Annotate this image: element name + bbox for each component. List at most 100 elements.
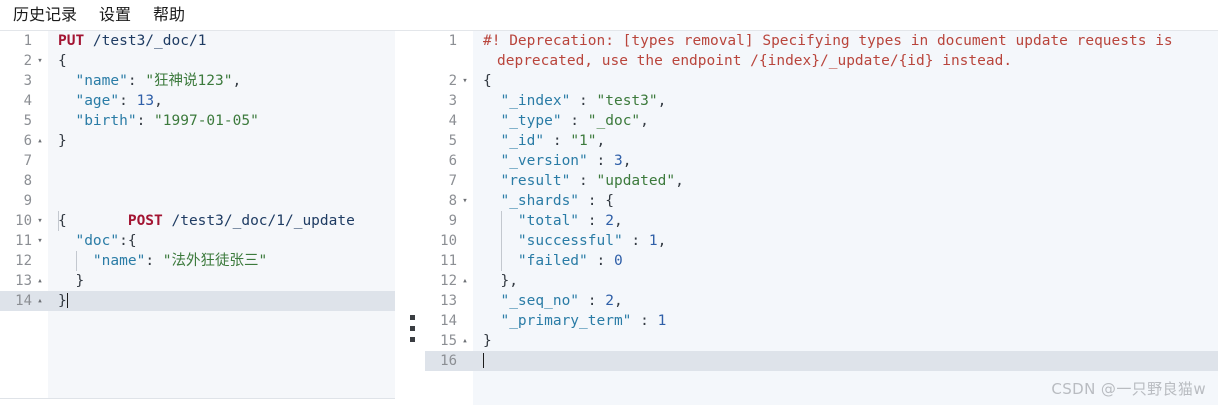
indent-guide — [501, 251, 502, 271]
workspace: 1 2▾ 3 4 5 6▴ 7 8 9 10▾ 11▾ 12 13▴ 14▴ P… — [0, 31, 1218, 405]
json-tail: , — [622, 153, 632, 169]
request-gutter[interactable]: 1 2▾ 3 4 5 6▴ 7 8 9 10▾ 11▾ 12 13▴ 14▴ — [0, 31, 48, 398]
code-line[interactable]: "name": "法外狂徒张三" — [48, 251, 395, 271]
fold-arrow-icon[interactable]: ▴ — [37, 276, 43, 286]
json-key: "_id" — [500, 133, 545, 149]
json-tail: , — [154, 93, 163, 109]
json-sep: : — [587, 253, 614, 269]
code-line[interactable]: } — [48, 291, 395, 311]
json-sep: : — [119, 93, 137, 109]
code-line[interactable]: "birth": "1997-01-05" — [48, 111, 395, 131]
line-number: 10 — [440, 233, 457, 249]
fold-arrow-icon[interactable]: ▾ — [37, 56, 43, 66]
code-line[interactable]: { — [48, 51, 395, 71]
fold-arrow-icon[interactable]: ▴ — [462, 336, 468, 346]
code-line[interactable]: "age": 13, — [48, 91, 395, 111]
response-gutter[interactable]: 1 2▾ 3 4 5 6 7 8▾ 9 10 11 12▴ 13 14 15▴ … — [425, 31, 473, 405]
code-text: { — [58, 213, 67, 229]
json-key: "age" — [75, 93, 120, 109]
json-value: "_doc" — [587, 113, 641, 129]
fold-arrow-icon[interactable]: ▾ — [37, 216, 43, 226]
text-caret — [483, 353, 484, 368]
json-sep: : — [145, 253, 163, 269]
fold-arrow-icon[interactable]: ▴ — [462, 276, 468, 286]
code-text: { — [483, 73, 492, 89]
menu-bar: 历史记录 设置 帮助 — [0, 0, 1218, 31]
code-line[interactable]: POST /test3/_doc/1/_update — [48, 191, 395, 229]
code-line[interactable]: "total" : 2, — [473, 211, 1218, 231]
json-key: "name" — [75, 73, 128, 89]
json-value: "test3" — [596, 93, 658, 109]
json-tail: , — [613, 213, 623, 229]
fold-arrow-icon[interactable]: ▾ — [462, 196, 468, 206]
json-tail: , — [657, 233, 667, 249]
json-tail: , — [596, 133, 606, 149]
code-text: } — [58, 133, 67, 149]
line-number: 10 — [15, 213, 32, 229]
line-number: 2 — [448, 73, 457, 89]
code-line[interactable]: "_primary_term" : 1 — [473, 311, 1218, 331]
json-value: 2 — [605, 293, 614, 309]
splitter-drag-handle[interactable] — [409, 314, 416, 343]
fold-arrow-icon[interactable]: ▴ — [37, 136, 43, 146]
json-value: 1 — [648, 233, 658, 249]
menu-item-history[interactable]: 历史记录 — [13, 5, 78, 24]
panel-splitter[interactable] — [406, 31, 420, 405]
json-value: 13 — [136, 93, 155, 109]
code-line[interactable] — [48, 151, 395, 171]
response-code-area[interactable]: #! Deprecation: [types removal] Specifyi… — [473, 31, 1218, 405]
json-sep: : — [622, 233, 649, 249]
code-line[interactable]: "failed" : 0 — [473, 251, 1218, 271]
code-line[interactable]: } — [473, 331, 1218, 351]
response-console[interactable]: 1 2▾ 3 4 5 6 7 8▾ 9 10 11 12▴ 13 14 15▴ … — [425, 31, 1218, 405]
code-line[interactable] — [48, 171, 395, 191]
code-line[interactable]: "result" : "updated", — [473, 171, 1218, 191]
json-sep: : — [631, 313, 658, 329]
json-sep: : — [579, 293, 606, 309]
json-value: 1 — [657, 313, 667, 329]
fold-arrow-icon[interactable]: ▾ — [462, 76, 468, 86]
code-text: } — [483, 333, 492, 349]
deprecation-warning: #! Deprecation: [types removal] Specifyi… — [483, 33, 1173, 49]
indent-guide — [58, 211, 59, 231]
request-code-area[interactable]: PUT /test3/_doc/1 { "name": "狂神说123", "a… — [48, 31, 395, 398]
code-line[interactable]: } — [48, 131, 395, 151]
code-line[interactable]: "_type" : "_doc", — [473, 111, 1218, 131]
json-sep: : — [570, 93, 597, 109]
code-line[interactable]: PUT /test3/_doc/1 — [48, 31, 395, 51]
code-line[interactable]: "_seq_no" : 2, — [473, 291, 1218, 311]
code-line[interactable]: }, — [473, 271, 1218, 291]
fold-arrow-icon[interactable]: ▴ — [37, 296, 43, 306]
code-line[interactable]: #! Deprecation: [types removal] Specifyi… — [473, 31, 1218, 51]
code-line[interactable]: { — [48, 211, 395, 231]
json-value: "法外狂徒张三" — [162, 253, 268, 269]
line-number: 14 — [15, 293, 32, 309]
drag-dot — [409, 314, 416, 321]
menu-item-settings[interactable]: 设置 — [99, 5, 132, 24]
code-line[interactable]: "_shards" : { — [473, 191, 1218, 211]
code-line[interactable]: "_index" : "test3", — [473, 91, 1218, 111]
json-sep: : — [587, 153, 614, 169]
json-sep: :{ — [119, 233, 137, 249]
json-key: "successful" — [517, 233, 623, 249]
json-sep: : — [579, 213, 606, 229]
code-line[interactable] — [473, 351, 1218, 371]
code-line[interactable]: { — [473, 71, 1218, 91]
json-key: "name" — [92, 253, 146, 269]
code-line[interactable]: deprecated, use the endpoint /{index}/_u… — [473, 51, 1218, 71]
line-number: 9 — [448, 213, 457, 229]
json-value: "updated" — [596, 173, 676, 189]
code-line[interactable]: "doc":{ — [48, 231, 395, 251]
request-console[interactable]: 1 2▾ 3 4 5 6▴ 7 8 9 10▾ 11▾ 12 13▴ 14▴ P… — [0, 31, 395, 399]
line-number: 12 — [15, 253, 32, 269]
line-number: 8 — [448, 193, 457, 209]
menu-item-help[interactable]: 帮助 — [153, 5, 186, 24]
code-line[interactable]: "_version" : 3, — [473, 151, 1218, 171]
code-text: { — [58, 53, 67, 69]
code-line[interactable]: "name": "狂神说123", — [48, 71, 395, 91]
code-line[interactable]: } — [48, 271, 395, 291]
code-line[interactable]: "successful" : 1, — [473, 231, 1218, 251]
code-text — [48, 173, 58, 189]
code-line[interactable]: "_id" : "1", — [473, 131, 1218, 151]
fold-arrow-icon[interactable]: ▾ — [37, 236, 43, 246]
